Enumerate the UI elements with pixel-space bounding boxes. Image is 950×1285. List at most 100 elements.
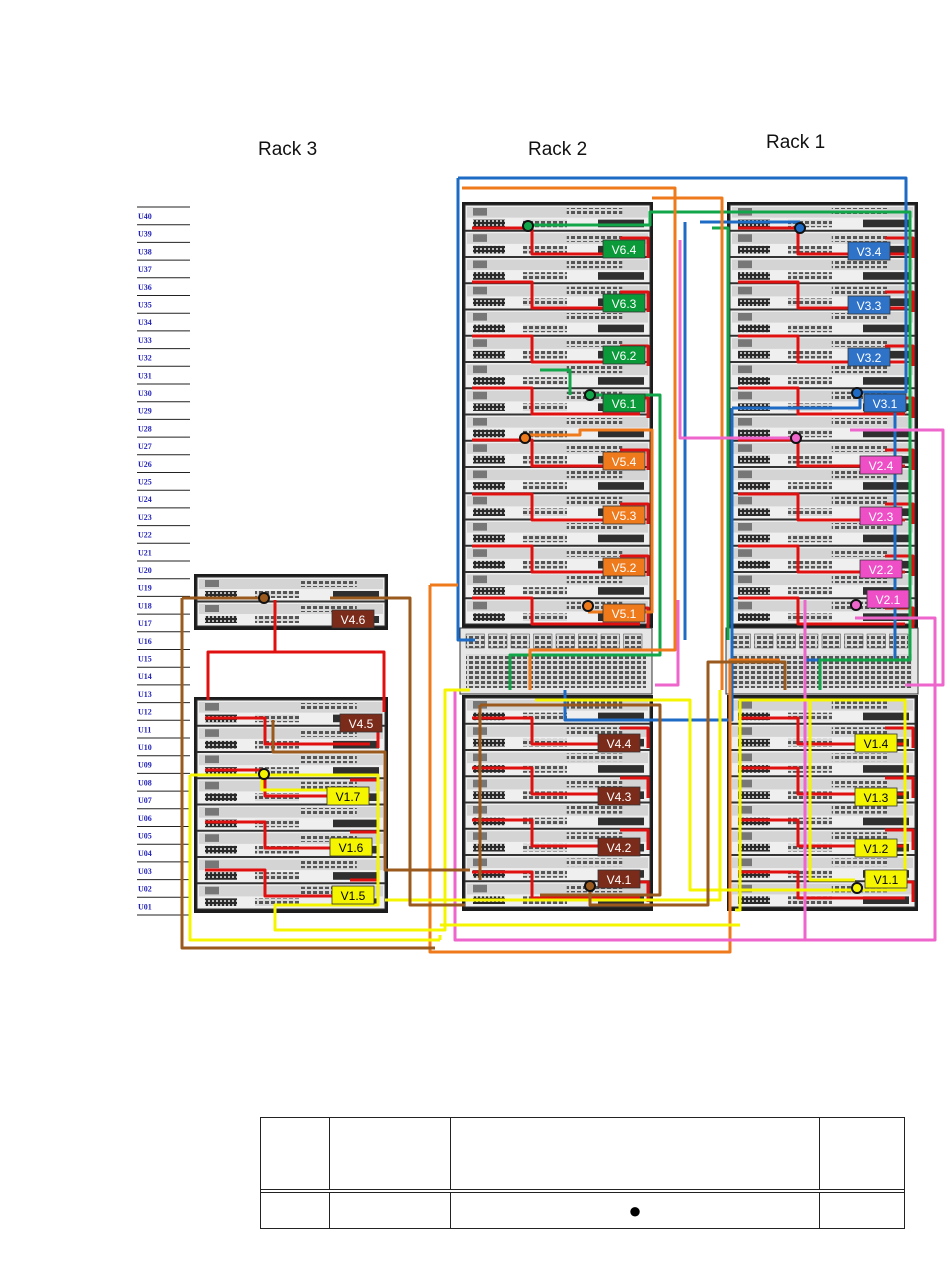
server-ports	[788, 534, 832, 543]
server-top-bay	[732, 600, 913, 612]
legend-header-cell	[819, 1117, 905, 1190]
server-led-panel	[205, 860, 219, 869]
server-led-panel	[473, 418, 487, 426]
server-led-panel	[738, 313, 752, 321]
brown-cable-v4-rack2	[478, 703, 662, 897]
rack-2-title: Rack 2	[528, 139, 588, 160]
server-unit	[464, 519, 651, 546]
server-led-panel	[473, 496, 487, 505]
server-psu	[598, 272, 644, 280]
server-ports	[788, 896, 832, 904]
volume-label-V1-3: V1.3	[854, 787, 898, 807]
server-vent	[205, 591, 237, 598]
unit-label: U11	[138, 725, 151, 734]
cable-connection-dot	[850, 599, 862, 611]
unit-label: U18	[138, 601, 152, 610]
volume-label-text: V1.4	[864, 737, 889, 751]
unit-label: U24	[138, 495, 152, 504]
server-top-bay	[732, 390, 913, 402]
server-unit	[729, 204, 916, 231]
server-ports	[523, 324, 567, 333]
server-top-bay	[732, 364, 913, 376]
server-vent	[738, 350, 770, 359]
server-ports	[788, 219, 832, 228]
volume-label-V4-6: V4.6	[331, 609, 375, 629]
cable-connection-dot	[584, 389, 596, 401]
server-led-panel	[473, 549, 487, 557]
server-ports	[788, 245, 832, 254]
server-top-bay	[732, 469, 913, 481]
legend-header-cell	[260, 1117, 330, 1190]
pink-cable-v2-loop	[453, 616, 937, 942]
unit-label: U15	[138, 655, 152, 664]
volume-label-V1-7: V1.7	[326, 786, 370, 806]
server-top-bay	[467, 778, 648, 790]
unit-label: U22	[138, 531, 152, 540]
volume-label-box	[854, 733, 898, 753]
green-cable-v6-stub	[540, 368, 572, 395]
server-psu	[598, 534, 644, 543]
unit-label: U36	[138, 283, 152, 292]
server-unit	[464, 257, 651, 284]
pink-cable-v2-outer	[678, 240, 945, 687]
server-led-panel	[738, 832, 752, 840]
volume-label-text: V1.1	[874, 873, 899, 887]
volume-label-box	[854, 838, 898, 858]
server-ports	[255, 714, 299, 723]
unit-label: U39	[138, 230, 152, 239]
server-vent	[738, 245, 770, 254]
server-psu	[333, 872, 379, 880]
server-top-bay	[732, 259, 913, 271]
server-vent	[473, 560, 505, 569]
server-io-ports	[566, 832, 623, 840]
server-unit	[464, 572, 651, 599]
volume-label-V2-1: V2.1	[866, 589, 910, 609]
server-ports	[255, 767, 299, 775]
volume-label-V1-6: V1.6	[329, 837, 373, 857]
unit-label: U10	[138, 743, 152, 752]
server-vent	[473, 791, 505, 799]
volume-label-text: V5.3	[612, 509, 637, 523]
server-ports	[788, 455, 832, 464]
unit-label: U28	[138, 424, 152, 433]
server-led-panel	[738, 444, 752, 452]
server-led-panel	[738, 234, 752, 242]
volume-label-V3-3: V3.3	[847, 295, 891, 315]
volume-label-box	[602, 505, 646, 525]
server-ports	[523, 482, 567, 490]
unit-label: U01	[138, 902, 152, 911]
server-vent	[738, 455, 770, 464]
server-vent	[738, 534, 770, 543]
server-io-ports	[831, 234, 888, 242]
server-ports	[523, 712, 567, 721]
server-io-ports	[831, 832, 888, 840]
server-unit	[196, 804, 386, 831]
switch-port-block	[600, 633, 620, 649]
server-ports	[788, 587, 832, 595]
server-led-panel	[738, 260, 752, 269]
cable-connection-dot	[851, 387, 863, 399]
server-top-bay	[467, 390, 648, 402]
server-vent	[473, 350, 505, 359]
server-io-ports	[566, 208, 623, 216]
unit-label: U30	[138, 389, 152, 398]
volume-label-V5-2: V5.2	[602, 557, 646, 577]
yellow-cable-v1-outer	[188, 775, 440, 942]
server-io-ports	[831, 339, 888, 347]
volume-label-text: V6.4	[612, 243, 637, 257]
server-ports	[523, 298, 567, 306]
server-vent	[473, 377, 505, 385]
volume-label-text: V1.7	[336, 790, 361, 804]
volume-label-text: V3.4	[857, 245, 882, 259]
server-vent	[738, 613, 770, 621]
volume-label-V1-5: V1.5	[331, 885, 375, 905]
server-io-ports	[566, 806, 623, 814]
server-top-bay	[467, 207, 648, 218]
server-vent	[473, 403, 505, 411]
server-top-bay	[732, 752, 913, 764]
server-ports	[788, 350, 832, 359]
volume-label-box	[329, 837, 373, 857]
volume-label-text: V3.2	[857, 351, 882, 365]
server-top-bay	[732, 417, 913, 428]
server-led-panel	[738, 779, 752, 788]
